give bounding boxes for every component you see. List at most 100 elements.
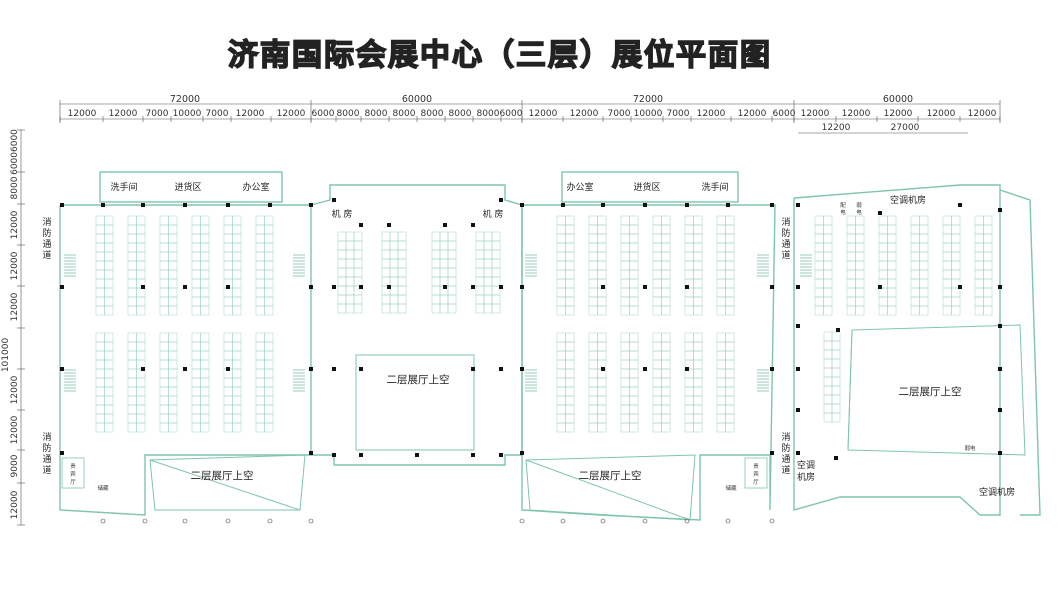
column	[141, 367, 145, 371]
booth	[168, 386, 178, 397]
booth	[223, 341, 233, 352]
booth	[200, 224, 210, 235]
booth	[127, 332, 137, 343]
column	[471, 223, 475, 227]
booth	[693, 224, 703, 235]
dim-seg: 6000	[312, 109, 335, 119]
booth	[447, 303, 457, 314]
booth	[814, 269, 824, 280]
booth	[887, 278, 897, 289]
dim-seg: 10000	[634, 109, 663, 119]
booth	[104, 233, 114, 244]
dim-left-row: 12000	[10, 375, 20, 404]
booth	[447, 285, 457, 296]
column	[796, 285, 800, 289]
ac-char: 空调	[797, 459, 815, 471]
booth	[716, 251, 726, 262]
booth	[200, 287, 210, 298]
booth	[652, 422, 662, 433]
booth	[887, 215, 897, 226]
booth	[556, 242, 566, 253]
booth	[255, 341, 265, 352]
booth	[483, 294, 493, 305]
building-walls	[59, 171, 1041, 521]
booth	[919, 287, 929, 298]
booth	[620, 224, 630, 235]
column	[471, 285, 475, 289]
booth	[255, 332, 265, 343]
booth	[823, 367, 833, 378]
booth	[652, 395, 662, 406]
booth	[878, 242, 888, 253]
fire-lane-a-bottom: 消 防 通 道	[42, 431, 51, 476]
booth	[725, 332, 735, 343]
booth	[814, 233, 824, 244]
booth	[565, 368, 575, 379]
booth	[232, 296, 242, 307]
power-char: 配	[840, 202, 846, 209]
booth	[223, 305, 233, 316]
booth	[716, 359, 726, 370]
label-storage-a: 储藏	[97, 484, 109, 492]
booth	[264, 251, 274, 262]
booth	[475, 303, 485, 314]
column	[998, 451, 1002, 455]
booth	[159, 395, 169, 406]
column	[770, 285, 774, 289]
column	[796, 408, 800, 412]
booth	[397, 267, 407, 278]
booth	[597, 395, 607, 406]
booth	[397, 258, 407, 269]
booth	[491, 249, 501, 260]
booth	[159, 404, 169, 415]
booth	[483, 276, 493, 287]
dim-total-d: 60000	[883, 94, 913, 105]
booth	[716, 215, 726, 226]
booth	[983, 269, 993, 280]
booth	[200, 278, 210, 289]
booth	[629, 242, 639, 253]
booth	[95, 215, 105, 226]
booth	[95, 368, 105, 379]
booth	[556, 368, 566, 379]
booth	[887, 296, 897, 307]
column	[643, 285, 647, 289]
booth	[565, 341, 575, 352]
site-marker	[684, 518, 690, 524]
dim-seg: 12000	[68, 109, 97, 119]
booth	[381, 249, 391, 260]
booth	[693, 278, 703, 289]
booth	[127, 377, 137, 388]
booth	[353, 240, 363, 251]
booth	[191, 233, 201, 244]
booth	[831, 340, 841, 351]
booth	[159, 287, 169, 298]
column	[998, 208, 1002, 212]
booth	[588, 341, 598, 352]
booth	[620, 269, 630, 280]
booth	[942, 260, 952, 271]
dim-left-row: 8000	[10, 176, 20, 199]
booth	[556, 305, 566, 316]
booth	[942, 242, 952, 253]
booth	[337, 285, 347, 296]
booth	[200, 296, 210, 307]
booth	[565, 305, 575, 316]
booth	[716, 404, 726, 415]
booth	[588, 332, 598, 343]
booth	[232, 233, 242, 244]
booth	[716, 296, 726, 307]
booth	[597, 296, 607, 307]
booth	[431, 276, 441, 287]
booth	[104, 386, 114, 397]
booth	[693, 350, 703, 361]
booth	[652, 233, 662, 244]
booth	[565, 350, 575, 361]
booth	[588, 233, 598, 244]
booth	[725, 305, 735, 316]
site-marker	[182, 518, 188, 524]
column	[268, 203, 272, 207]
column	[359, 285, 363, 289]
booth	[855, 305, 865, 316]
booth	[620, 377, 630, 388]
